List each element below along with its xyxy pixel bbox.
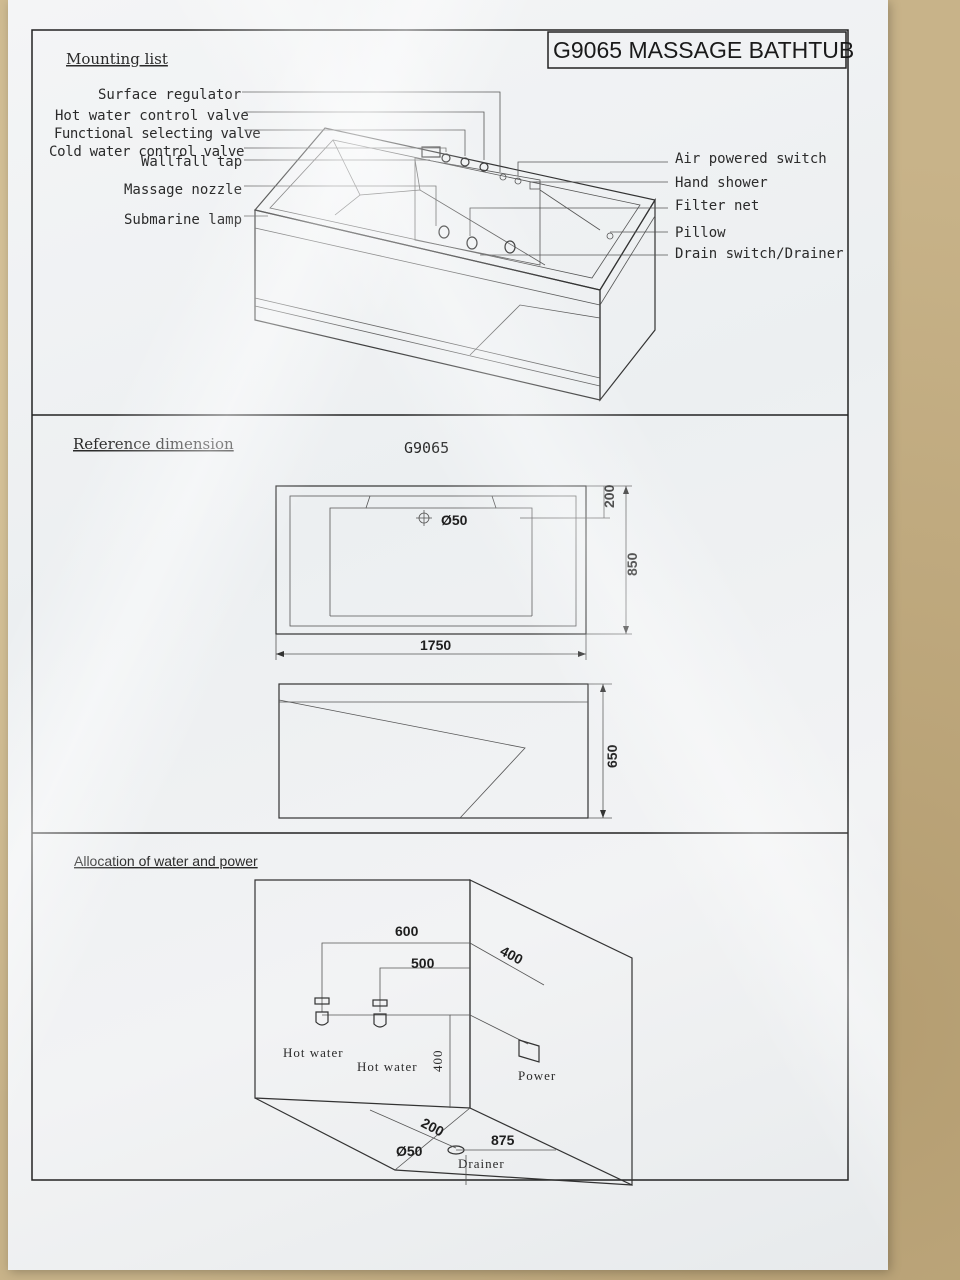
side-elevation xyxy=(278,683,612,819)
label-drain-switch: Drain switch/Drainer xyxy=(675,246,844,262)
dim-400-depth: 400 xyxy=(498,943,526,968)
model-number: G9065 xyxy=(404,439,449,457)
label-pillow: Pillow xyxy=(675,225,726,241)
label-functional-selecting-valve: Functional selecting valve xyxy=(54,126,260,142)
dim-850: 850 xyxy=(624,552,640,576)
bathtub-illustration xyxy=(253,127,656,402)
label-hot-water-right: Hot water xyxy=(357,1059,418,1074)
label-hot-water-left: Hot water xyxy=(283,1045,344,1060)
dim-875: 875 xyxy=(491,1132,515,1148)
label-wallfall-tap: Wallfall tap xyxy=(141,154,242,170)
dim-600: 600 xyxy=(395,923,419,939)
label-filter-net: Filter net xyxy=(675,198,759,214)
dim-1750: 1750 xyxy=(420,637,451,653)
dim-400-height: 400 xyxy=(430,1050,445,1073)
label-drainer: Drainer xyxy=(458,1156,505,1171)
dim-650: 650 xyxy=(604,744,620,768)
sheet-frame xyxy=(31,29,849,1181)
label-massage-nozzle: Massage nozzle xyxy=(124,182,242,198)
label-hand-shower: Hand shower xyxy=(675,175,768,191)
leader-lines xyxy=(242,91,668,256)
drain-diameter-plan: Ø50 xyxy=(441,512,468,528)
document-title: G9065 MASSAGE BATHTUB xyxy=(553,37,854,63)
section-heading-allocation: Allocation of water and power xyxy=(74,853,258,869)
top-view-plan xyxy=(275,485,610,635)
section-heading-mounting: Mounting list xyxy=(66,50,168,68)
instruction-sheet xyxy=(8,0,888,1270)
label-air-powered-switch: Air powered switch xyxy=(675,151,827,167)
label-power: Power xyxy=(518,1068,556,1083)
room-corner-diagram xyxy=(254,879,633,1186)
dim-500: 500 xyxy=(411,955,435,971)
drain-diameter-allocation: Ø50 xyxy=(396,1143,423,1159)
label-surface-regulator: Surface regulator xyxy=(98,87,241,103)
title-box xyxy=(547,31,847,69)
label-submarine-lamp: Submarine lamp xyxy=(124,212,242,228)
dim-200-plan: 200 xyxy=(601,484,617,508)
label-hot-water-control-valve: Hot water control valve xyxy=(55,108,249,124)
plan-dimension-lines xyxy=(275,485,632,660)
dim-200-drain: 200 xyxy=(419,1115,447,1140)
label-cold-water-control-valve: Cold water control valve xyxy=(49,144,244,160)
section-heading-reference: Reference dimension xyxy=(73,435,234,453)
